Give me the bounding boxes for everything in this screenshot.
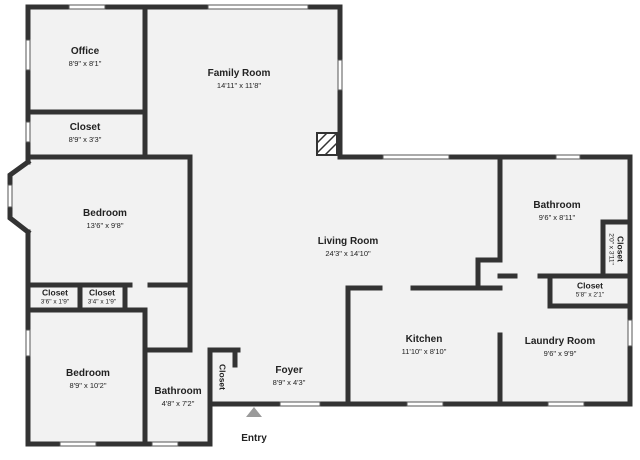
- room-name: Bedroom: [83, 208, 127, 220]
- room-bathroom-right: Bathroom 9'6" x 8'11": [533, 200, 580, 222]
- window: [25, 121, 31, 143]
- entry-label: Entry: [241, 433, 267, 444]
- room-laundry-room: Laundry Room 9'6" x 9'9": [525, 336, 596, 358]
- window: [555, 154, 581, 160]
- window: [382, 154, 450, 160]
- room-dimensions: 13'6" x 9'8": [86, 220, 124, 230]
- room-dimensions: 2'0" x 3'11": [607, 233, 615, 265]
- entry-arrow-icon: [246, 407, 262, 417]
- window: [406, 401, 444, 407]
- room-name: Family Room: [207, 68, 271, 80]
- room-name: Bedroom: [66, 368, 110, 380]
- window: [279, 401, 321, 407]
- window: [7, 184, 13, 208]
- room-name: Closet: [69, 122, 101, 134]
- room-closet-upper: Closet 8'9" x 3'3": [69, 122, 102, 144]
- room-dimensions: 8'9" x 4'3": [272, 377, 306, 387]
- window: [68, 4, 106, 10]
- room-dimensions: 3'4" x 1'9": [87, 298, 117, 306]
- room-dimensions: 11'10" x 8'10": [401, 346, 447, 356]
- room-dimensions: 24'3" x 14'10": [325, 248, 371, 258]
- room-closet-foyer: Closet: [217, 364, 228, 390]
- room-foyer: Foyer 8'9" x 4'3": [273, 365, 306, 387]
- window: [25, 39, 31, 71]
- room-dimensions: 14'11" x 11'8": [216, 80, 262, 90]
- room-dimensions: 4'8" x 7'2": [161, 398, 195, 408]
- room-name: Laundry Room: [524, 336, 596, 348]
- room-name: Closet: [615, 236, 626, 262]
- window: [25, 329, 31, 357]
- window: [337, 59, 343, 91]
- windows: [7, 4, 633, 447]
- room-dimensions: 8'9" x 3'3": [68, 134, 102, 144]
- room-dimensions: 3'6" x 1'9": [40, 298, 70, 306]
- room-name: Bathroom: [154, 386, 202, 398]
- window: [151, 441, 179, 447]
- room-name: Foyer: [275, 365, 303, 377]
- room-bedroom-upper: Bedroom 13'6" x 9'8": [83, 208, 127, 230]
- window: [627, 319, 633, 347]
- room-closet-laundry: Closet 5'8" x 2'1": [576, 281, 604, 300]
- room-family-room: Family Room 14'11" x 11'8": [208, 68, 271, 90]
- window: [207, 4, 309, 10]
- room-closet-a: Closet 3'6" x 1'9": [41, 288, 69, 307]
- room-closet-b: Closet 3'4" x 1'9": [88, 288, 116, 307]
- room-kitchen: Kitchen 11'10" x 8'10": [402, 334, 447, 356]
- walls: [7, 4, 633, 447]
- room-bedroom-lower: Bedroom 8'9" x 10'2": [66, 368, 110, 390]
- room-office: Office 8'9" x 8'1": [69, 46, 102, 68]
- room-living-room: Living Room 24'3" x 14'10": [318, 236, 379, 258]
- room-bathroom-lower: Bathroom 4'8" x 7'2": [154, 386, 201, 408]
- room-dimensions: 9'6" x 8'11": [538, 212, 576, 222]
- room-name: Office: [70, 46, 100, 58]
- room-name: Kitchen: [405, 334, 443, 346]
- room-name: Closet: [42, 287, 68, 298]
- room-name: Closet: [89, 287, 115, 298]
- room-dimensions: 9'6" x 9'9": [543, 348, 577, 358]
- room-dimensions: 8'9" x 8'1": [68, 58, 102, 68]
- chimney-hatch: [316, 132, 338, 156]
- window: [547, 401, 585, 407]
- floor-area: [10, 7, 630, 444]
- room-name: Living Room: [317, 236, 379, 248]
- room-dimensions: 8'9" x 10'2": [69, 380, 107, 390]
- room-closet-vertical: Closet 2'0" x 3'11": [607, 233, 626, 265]
- room-name: Closet: [577, 280, 603, 291]
- room-dimensions: 5'8" x 2'1": [575, 291, 605, 299]
- window: [59, 441, 97, 447]
- room-name: Closet: [217, 364, 228, 390]
- room-name: Bathroom: [533, 200, 581, 212]
- exterior-wall: [25, 4, 633, 447]
